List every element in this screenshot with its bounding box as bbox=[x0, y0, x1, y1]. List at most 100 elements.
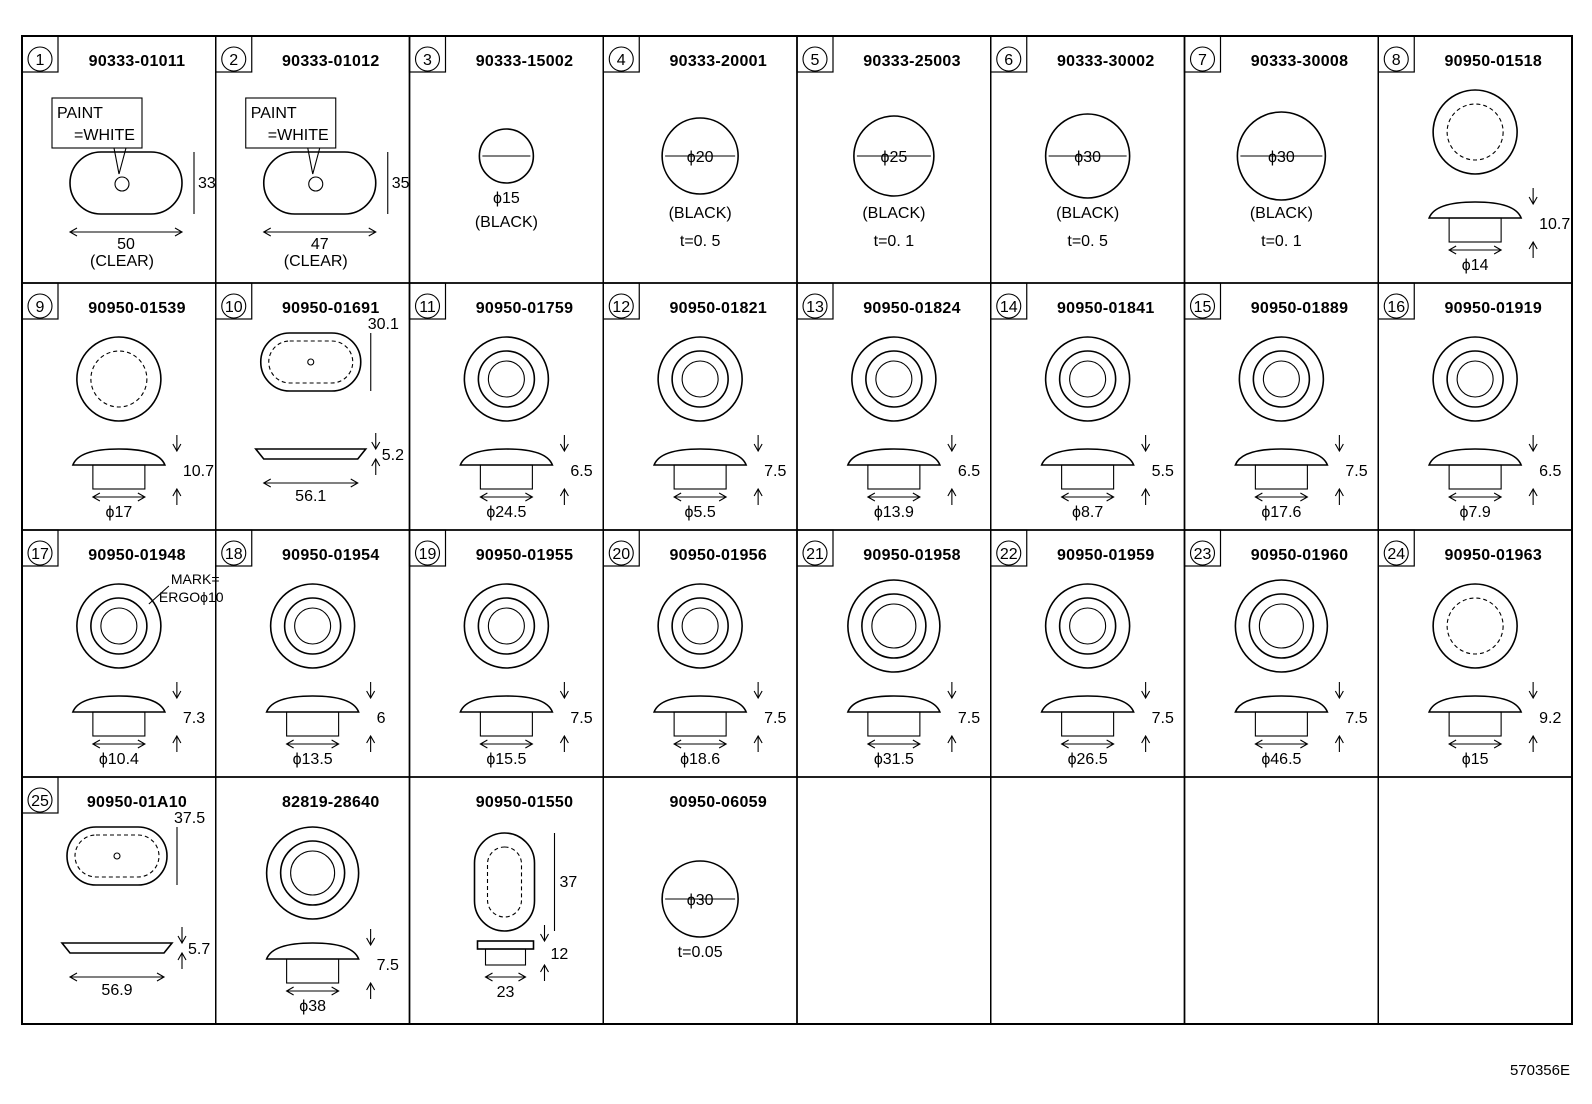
top-view-inner-ring bbox=[865, 350, 923, 408]
width-dimension-label: ϕ15 bbox=[1462, 751, 1489, 768]
item-number-box bbox=[602, 282, 640, 320]
dimension-arrowhead bbox=[479, 492, 488, 502]
item-number-box bbox=[796, 529, 834, 567]
part-number: 90333-30008 bbox=[1251, 53, 1349, 70]
slot-grommet-outline bbox=[473, 832, 536, 932]
item-number-box bbox=[21, 776, 59, 814]
item-number-circle bbox=[996, 46, 1022, 72]
width-dimension-label: ϕ13.5 bbox=[293, 751, 333, 768]
top-view-hole bbox=[294, 607, 332, 645]
width-dimension-label: ϕ13.9 bbox=[874, 504, 914, 521]
top-view-hole bbox=[681, 360, 719, 398]
side-profile-cap bbox=[1234, 448, 1329, 466]
height-dimension-label: 5.5 bbox=[1152, 463, 1174, 480]
dimension-arrowhead bbox=[172, 734, 182, 744]
side-profile-cap bbox=[1427, 448, 1523, 466]
dimension-arrowhead bbox=[753, 443, 763, 453]
dimension-arrowhead bbox=[866, 492, 876, 502]
oval-inner-rim bbox=[74, 834, 160, 878]
cell-border bbox=[990, 776, 1186, 1025]
top-view-outline bbox=[851, 336, 937, 422]
top-view-outline bbox=[657, 583, 743, 669]
item-number-circle bbox=[802, 46, 828, 72]
part-number: 82819-28640 bbox=[282, 794, 380, 811]
width-dimension-label: 50 bbox=[117, 236, 135, 253]
height-dimension-label: 6.5 bbox=[958, 463, 980, 480]
top-view-inner-ring bbox=[1446, 597, 1504, 655]
width-dimension-label: ϕ8.7 bbox=[1072, 504, 1103, 521]
dimension-arrowhead bbox=[366, 937, 376, 947]
side-profile-cap bbox=[652, 448, 748, 466]
height-dimension-label: 5.7 bbox=[188, 941, 210, 958]
part-number: 90950-01691 bbox=[282, 300, 380, 317]
item-number-box bbox=[1183, 529, 1222, 567]
part-number: 90950-01955 bbox=[476, 547, 574, 564]
height-dimension-label: 7.5 bbox=[764, 710, 786, 727]
top-view-hole bbox=[1258, 603, 1304, 649]
item-number-circle bbox=[414, 293, 441, 319]
side-profile-body bbox=[1254, 711, 1308, 737]
width-dimension-label: ϕ5.5 bbox=[685, 504, 716, 521]
item-number: 22 bbox=[1000, 546, 1018, 563]
item-number-box bbox=[796, 282, 834, 320]
dimension-arrowhead bbox=[947, 734, 957, 744]
part-number: 90950-01889 bbox=[1251, 300, 1349, 317]
dimension-arrowhead bbox=[350, 478, 359, 488]
grommet-flange bbox=[476, 940, 535, 950]
item-number-box bbox=[215, 529, 253, 567]
dimension-arrowhead bbox=[331, 739, 340, 749]
top-view-inner-ring bbox=[1248, 593, 1315, 659]
width-dimension-label: ϕ31.5 bbox=[874, 751, 914, 768]
dimension-arrowhead bbox=[172, 443, 182, 453]
side-profile-cap bbox=[459, 695, 554, 713]
top-view-hole bbox=[100, 607, 138, 645]
dimension-arrowhead bbox=[673, 739, 682, 749]
dimension-arrowhead bbox=[1106, 739, 1115, 749]
disc-outline bbox=[1236, 111, 1327, 201]
top-view-inner-ring bbox=[1446, 103, 1504, 161]
dimension-arrowhead bbox=[371, 441, 381, 451]
width-dimension-label: ϕ24.5 bbox=[486, 504, 526, 521]
dimension-arrowhead bbox=[1141, 443, 1151, 453]
center-hole bbox=[113, 852, 121, 860]
item-number-box bbox=[215, 35, 253, 73]
thickness-label: t=0. 1 bbox=[874, 233, 915, 250]
cell-border bbox=[215, 776, 411, 1025]
paint-callout-box bbox=[245, 97, 337, 149]
item-number: 19 bbox=[419, 546, 437, 563]
item-number: 21 bbox=[806, 546, 824, 563]
item-number: 20 bbox=[612, 546, 630, 563]
item-number: 11 bbox=[419, 299, 436, 316]
item-number-circle bbox=[27, 293, 53, 319]
top-view-outline bbox=[1234, 579, 1329, 673]
top-view-inner-ring bbox=[283, 597, 342, 655]
cell-border bbox=[796, 776, 992, 1025]
cell-border bbox=[1183, 529, 1379, 778]
side-profile-body bbox=[1254, 464, 1308, 490]
height-dimension-label: 7.5 bbox=[958, 710, 980, 727]
width-dimension-label: ϕ17 bbox=[105, 504, 132, 521]
side-profile-body bbox=[1448, 711, 1502, 737]
dimension-arrowhead bbox=[262, 478, 272, 488]
item-number: 9 bbox=[36, 299, 45, 316]
side-profile-body bbox=[92, 711, 146, 737]
item-number-circle bbox=[221, 46, 247, 72]
top-view-inner-ring bbox=[671, 597, 729, 655]
grommet-profile bbox=[60, 942, 174, 954]
paint-callout-value: =WHITE bbox=[268, 127, 329, 144]
disc-outline bbox=[661, 117, 739, 195]
paint-dot bbox=[308, 176, 324, 192]
dimension-arrowhead bbox=[1448, 492, 1457, 502]
dimension-arrowhead bbox=[559, 443, 569, 453]
dimension-arrowhead bbox=[1300, 739, 1309, 749]
item-number: 2 bbox=[229, 52, 238, 69]
dimension-arrowhead bbox=[331, 986, 340, 996]
dimension-arrowhead bbox=[1528, 196, 1538, 206]
